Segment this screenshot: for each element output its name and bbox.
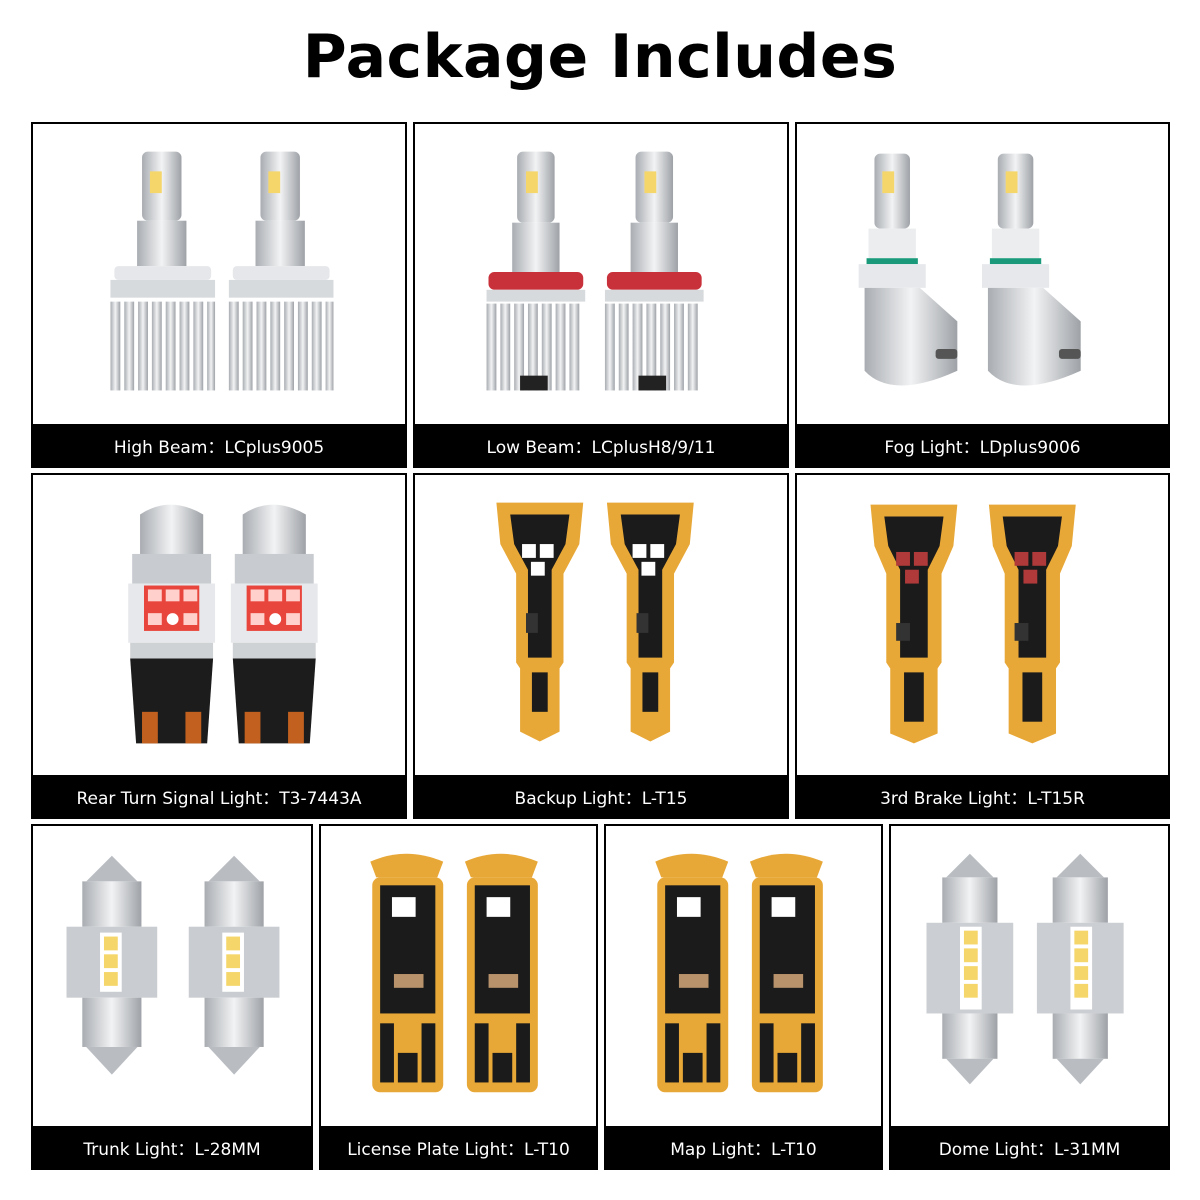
item-fog-light: Fog Light：LDplus9006	[795, 122, 1170, 468]
item-backup-light: Backup Light：L-T15	[413, 473, 789, 819]
item-label: License Plate Light：L-T10	[321, 1126, 596, 1168]
item-low-beam: Low Beam：LCplusH8/9/11	[413, 122, 789, 468]
item-dome-light: Dome Light：L-31MM	[889, 824, 1170, 1170]
item-license-plate-light: License Plate Light：L-T10	[319, 824, 598, 1170]
fog-light-bulbs-image	[797, 124, 1168, 424]
item-label: Map Light：L-T10	[606, 1126, 881, 1168]
trunk-light-bulbs-image	[33, 826, 311, 1126]
low-beam-bulbs-image	[415, 124, 787, 424]
license-plate-light-bulbs-image	[321, 826, 596, 1126]
backup-light-bulbs-image	[415, 475, 787, 775]
rear-turn-signal-bulbs-image	[33, 475, 405, 775]
item-label: Low Beam：LCplusH8/9/11	[415, 424, 787, 466]
item-label: Fog Light：LDplus9006	[797, 424, 1168, 466]
item-label: Backup Light：L-T15	[415, 775, 787, 817]
item-label: High Beam：LCplus9005	[33, 424, 405, 466]
high-beam-bulbs-image	[33, 124, 405, 424]
item-rear-turn-signal: Rear Turn Signal Light：T3-7443A	[31, 473, 407, 819]
item-label: Trunk Light：L-28MM	[33, 1126, 311, 1168]
item-label: Dome Light：L-31MM	[891, 1126, 1168, 1168]
item-map-light: Map Light：L-T10	[604, 824, 883, 1170]
item-high-beam: High Beam：LCplus9005	[31, 122, 407, 468]
item-label: Rear Turn Signal Light：T3-7443A	[33, 775, 405, 817]
dome-light-bulbs-image	[891, 826, 1168, 1126]
page-title: Package Includes	[302, 22, 898, 92]
item-3rd-brake-light: 3rd Brake Light：L-T15R	[795, 473, 1170, 819]
item-trunk-light: Trunk Light：L-28MM	[31, 824, 313, 1170]
map-light-bulbs-image	[606, 826, 881, 1126]
third-brake-light-bulbs-image	[797, 475, 1168, 775]
item-label: 3rd Brake Light：L-T15R	[797, 775, 1168, 817]
